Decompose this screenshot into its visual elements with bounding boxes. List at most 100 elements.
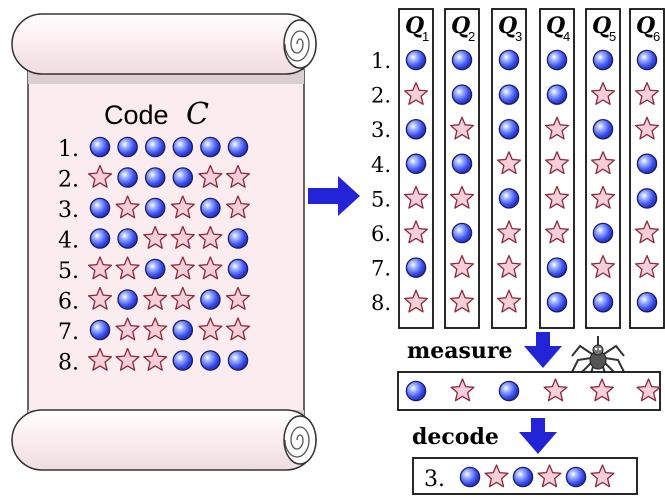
qubit-row-label: 1.	[371, 49, 391, 73]
code-bit-star	[143, 347, 168, 371]
code-symbol: C	[186, 97, 209, 132]
code-bit-circle	[172, 136, 194, 158]
qubit-bit-circle	[498, 49, 520, 71]
code-row-label: 8.	[58, 351, 79, 376]
decoded-bit-star	[537, 464, 562, 488]
qubit-bit-circle	[546, 49, 568, 71]
code-bit-circle	[144, 258, 166, 280]
code-title: Code	[104, 100, 169, 130]
qubit-bit-circle	[592, 222, 614, 244]
code-bit-star	[225, 164, 251, 188]
measured-bit-star	[589, 378, 615, 402]
code-bit-circle	[227, 350, 249, 371]
measured-bits-box	[397, 371, 661, 411]
qubit-bit-circle	[405, 49, 427, 71]
qubit-bit-star	[590, 81, 616, 105]
qubit-bit-circle	[546, 291, 568, 313]
decoded-bit-circle	[512, 466, 534, 488]
qubit-bit-circle	[636, 188, 658, 209]
measured-bit-circle	[405, 380, 427, 402]
qubit-subscript: 6	[653, 29, 660, 44]
qubit-letter: Q	[546, 13, 565, 39]
code-bit-circle	[117, 228, 138, 249]
code-bit-circle	[227, 258, 249, 280]
qubit-row-label: 4.	[371, 153, 391, 177]
qubit-row-label: 3.	[371, 118, 391, 142]
qubit-bit-star	[403, 81, 429, 105]
qubit-bit-circle	[546, 84, 568, 105]
qubit-row-label: 5.	[371, 187, 391, 211]
qubit-letter: Q	[451, 13, 470, 39]
code-bit-circle	[172, 350, 194, 371]
qubit-letter: Q	[636, 13, 655, 39]
qubit-bit-circle	[451, 222, 473, 244]
scroll-top-curl-icon	[283, 19, 317, 69]
code-bit-circle	[117, 289, 138, 310]
qubit-bit-star	[544, 185, 570, 209]
code-bit-star	[143, 286, 168, 310]
qubit-bit-circle	[451, 153, 473, 175]
qubit-bit-circle	[405, 118, 427, 140]
code-bit-star	[87, 286, 113, 310]
decode-label: decode	[412, 424, 499, 450]
qubit-bit-star	[403, 185, 429, 209]
qubit-bit-star	[403, 220, 429, 244]
code-bit-circle	[89, 319, 111, 341]
code-scroll: Code C	[11, 13, 317, 471]
qubit-row-label: 8.	[371, 291, 391, 315]
scroll-bottom-roll	[11, 409, 317, 471]
code-bit-circle	[117, 167, 138, 188]
code-bit-circle	[200, 350, 221, 371]
measure-label: measure	[407, 338, 513, 364]
qubit-bit-circle	[592, 49, 614, 71]
measured-bit-star	[450, 378, 475, 402]
qubit-bit-star	[590, 185, 616, 209]
code-bit-star	[87, 256, 113, 280]
code-bit-circle	[227, 228, 249, 249]
qubit-bit-circle	[636, 49, 658, 71]
code-bit-star	[198, 317, 223, 341]
code-row-label: 1.	[58, 137, 79, 162]
code-bit-star	[225, 195, 251, 219]
qubit-bit-circle	[636, 153, 658, 175]
qubit-bit-star	[403, 289, 429, 313]
qubit-letter: Q	[498, 13, 517, 39]
qubit-bit-star	[544, 116, 570, 140]
code-bit-star	[198, 225, 223, 249]
code-bit-circle	[117, 136, 138, 158]
decoded-label: 3.	[424, 467, 445, 492]
measured-bit-star	[543, 378, 568, 402]
code-bit-circle	[144, 197, 166, 219]
code-bit-star	[87, 347, 113, 371]
qubit-bit-star	[590, 254, 616, 278]
arrow-down-decode-icon	[519, 418, 557, 454]
qubit-bit-star	[590, 151, 616, 175]
code-bit-star	[143, 225, 168, 249]
qubit-row-label: 7.	[371, 257, 391, 281]
qubit-bit-circle	[498, 118, 520, 140]
qubit-row-label: 6.	[371, 222, 391, 246]
code-bit-circle	[144, 167, 166, 188]
qubit-bit-circle	[592, 118, 614, 140]
code-bit-star	[87, 164, 113, 188]
code-row-label: 6.	[58, 290, 79, 315]
qubit-subscript: 2	[468, 29, 475, 44]
measured-bit-circle	[498, 380, 520, 402]
code-bit-star	[198, 164, 223, 188]
code-row-label: 4.	[58, 229, 79, 254]
qubit-bit-star	[634, 220, 660, 244]
decoded-bit-circle	[459, 466, 481, 488]
scroll-bottom-curl-icon	[283, 415, 317, 465]
code-bit-circle	[89, 136, 111, 158]
qubit-bit-star	[496, 220, 522, 244]
measured-bit-star	[636, 378, 661, 402]
decoded-bit-circle	[565, 466, 587, 488]
decoded-bits	[459, 464, 615, 488]
scroll-top-roll	[11, 13, 317, 75]
qubit-subscript: 4	[563, 29, 570, 44]
code-bit-circle	[200, 197, 221, 219]
code-bit-star	[170, 286, 195, 310]
code-row-label: 2.	[58, 168, 79, 193]
